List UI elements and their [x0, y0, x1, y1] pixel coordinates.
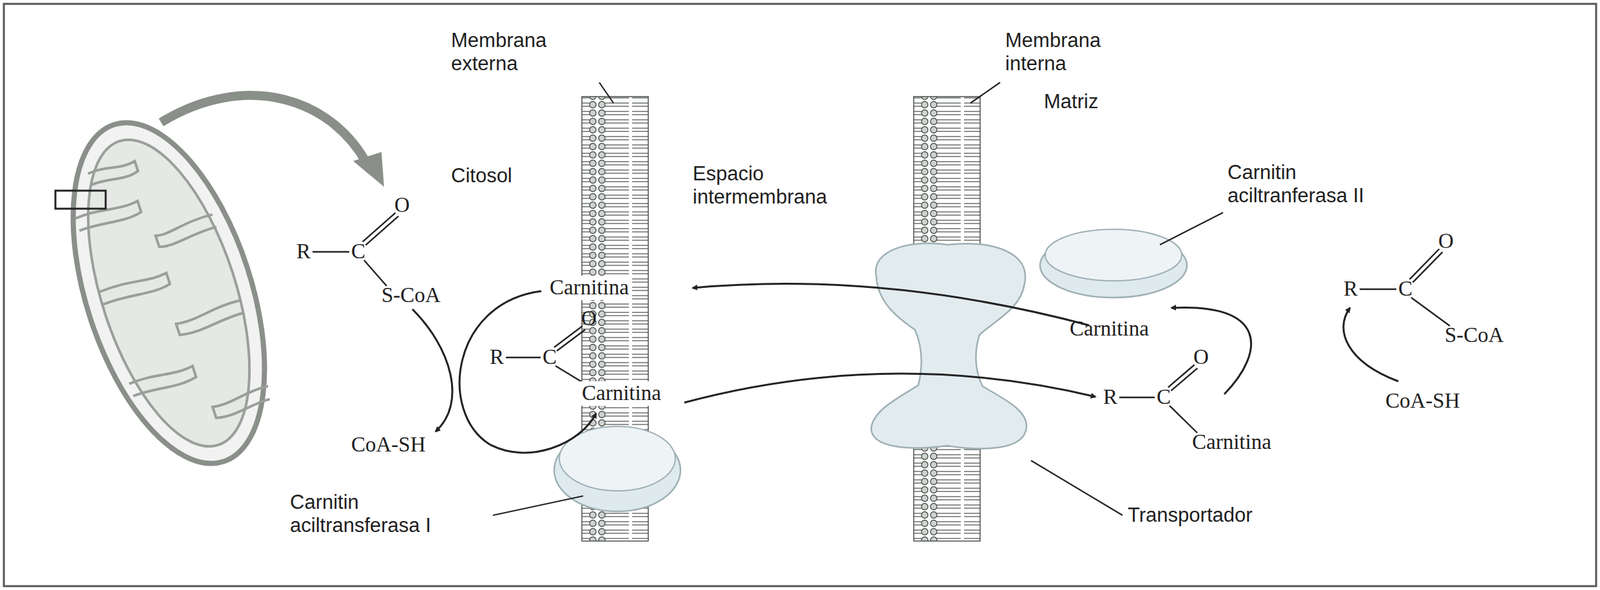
atom-label: C [542, 345, 557, 370]
leader-line [492, 496, 584, 516]
region-label: Membrana externa [451, 28, 547, 75]
atom-label: O [394, 193, 410, 218]
bond-line [505, 356, 541, 359]
group-label: S-CoA [1444, 323, 1504, 348]
atom-label: O [581, 306, 597, 332]
reaction-arrow [412, 309, 453, 432]
atom-label: O [1193, 345, 1209, 370]
leader-line [1159, 212, 1224, 245]
bond-line [1168, 364, 1195, 388]
zoom-arrow [161, 95, 371, 171]
region-label: Matriz [1043, 90, 1099, 114]
inner-membrane [913, 96, 981, 266]
group-label: Carnitina [579, 381, 664, 406]
molecule-label: CoA-SH [351, 433, 426, 458]
mitochondrion [35, 99, 302, 488]
bond-line [1169, 405, 1198, 434]
bond-line [364, 260, 387, 287]
bond-line [1411, 297, 1450, 327]
atom-label: C [351, 239, 366, 265]
atom-label: R [1103, 385, 1118, 410]
reaction-arrow [459, 291, 597, 454]
reaction-arrow [1171, 307, 1252, 395]
bond-line [556, 329, 586, 352]
molecule-label: Carnitina [1069, 317, 1149, 342]
enzyme-label: Carnitin aciltransferasa I [289, 491, 484, 537]
zoom-arrow-head [353, 152, 385, 187]
transport-arrow [692, 283, 1090, 326]
region-label: Membrana interna [1005, 28, 1101, 75]
bond-line [362, 212, 396, 242]
atom-label: R [296, 239, 311, 265]
atom-label: R [489, 345, 504, 370]
leader-line [1031, 460, 1123, 516]
bond-line [554, 326, 583, 348]
bond-line [1170, 368, 1198, 392]
transport-arrow [684, 373, 1096, 403]
cat-ii-enzyme [1040, 229, 1187, 298]
enzyme-label: Carnitin aciltranferasa II [1227, 161, 1421, 207]
molecule-label: Carnitina [547, 275, 631, 301]
group-label: S-CoA [381, 283, 441, 309]
frame [3, 3, 1597, 587]
molecule-label: CoA-SH [1385, 389, 1461, 414]
atom-label: R [1343, 277, 1358, 302]
leader-line [970, 82, 1001, 104]
bond-line [1409, 248, 1440, 280]
atom-label: C [1398, 277, 1413, 302]
region-label: Citosol [451, 164, 513, 188]
leader-line [599, 82, 614, 104]
atom-label: O [1438, 229, 1454, 254]
zoom-box [55, 190, 106, 209]
reaction-arrow [1343, 308, 1399, 382]
group-label: Carnitina [1192, 430, 1272, 455]
bond-line [1119, 396, 1155, 399]
bond-line [1359, 288, 1397, 290]
bond-line [1413, 251, 1443, 283]
atom-label: C [1156, 385, 1171, 410]
bond-line [312, 251, 350, 253]
transporter [871, 243, 1027, 450]
bond-line [365, 216, 399, 246]
region-label: Espacio intermembrana [692, 162, 827, 209]
transporter-label: Transportador [1127, 503, 1253, 528]
